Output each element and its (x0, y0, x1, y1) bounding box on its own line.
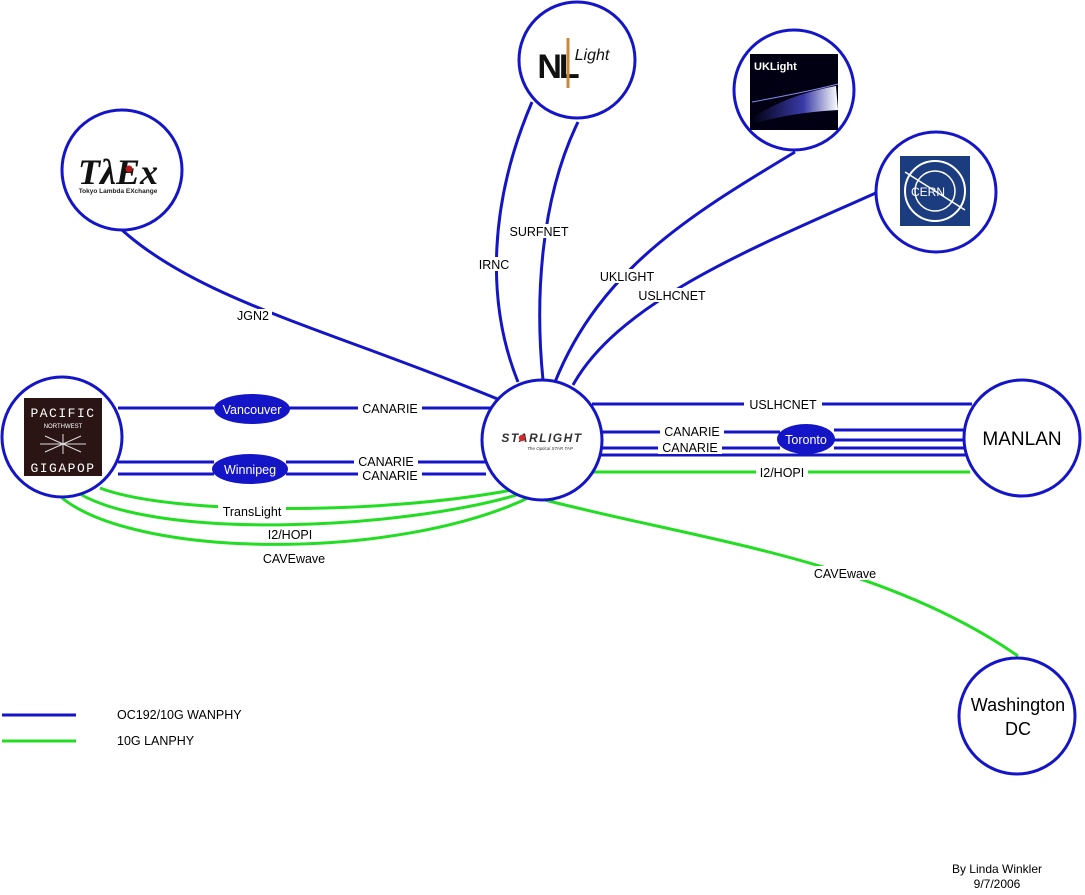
node-tlex: TλEx Tokyo Lambda EXchange (60, 108, 184, 232)
label-translight: TransLight (223, 505, 282, 519)
pnwgp-line1: PACIFIC (30, 406, 95, 421)
label-canarie-winnipeg-2: CANARIE (362, 469, 418, 483)
starlight-star-icon (518, 434, 526, 442)
washington-line2: DC (1005, 719, 1031, 739)
washington-line1: Washington (971, 695, 1065, 715)
node-uklight: UKLight (732, 28, 856, 152)
node-vancouver: Vancouver (214, 394, 290, 424)
node-winnipeg: Winnipeg (212, 454, 288, 484)
legend: OC192/10G WANPHY 10G LANPHY (2, 708, 242, 748)
label-canarie-vancouver: CANARIE (362, 402, 418, 416)
pnwgp-line2: NORTHWEST (44, 424, 83, 430)
nl-logo-text: NL (537, 48, 579, 86)
link-uklight (553, 150, 796, 383)
credit-author: By Linda Winkler (951, 862, 1043, 876)
node-pnwgp: PACIFIC NORTHWEST GIGAPOP (0, 375, 124, 499)
tlex-subtitle: Tokyo Lambda EXchange (79, 188, 158, 195)
label-canarie-toronto-2: CANARIE (662, 441, 718, 455)
toronto-label: Toronto (785, 433, 827, 447)
starlight-logo-icon: STARLIGHT The Optical STAR TAP (501, 431, 582, 451)
label-uslhcnet-cern: USLHCNET (638, 289, 706, 303)
light-logo-text: Light (575, 47, 610, 64)
cern-logo-text: CERN (911, 185, 945, 199)
tlex-logo-icon: TλEx Tokyo Lambda EXchange (78, 152, 158, 195)
label-cavewave-west: CAVEwave (263, 552, 325, 566)
credit: By Linda Winkler 9/7/2006 (927, 862, 1067, 892)
label-cavewave-east: CAVEwave (814, 567, 876, 581)
node-starlight: STARLIGHT The Optical STAR TAP (480, 378, 604, 502)
node-washington-dc: Washington DC (957, 656, 1077, 776)
winnipeg-label: Winnipeg (224, 463, 276, 477)
link-cavewave-east (544, 498, 1019, 658)
link-jgn2 (120, 228, 501, 402)
cern-logo-icon: CERN (900, 156, 970, 226)
link-uslhcnet-cern (571, 190, 879, 386)
link-surfnet (538, 121, 580, 381)
pnwgp-logo-icon: PACIFIC NORTHWEST GIGAPOP (24, 398, 102, 476)
uklight-logo-icon: UKLight (750, 54, 839, 130)
link-translight (99, 486, 513, 510)
manlan-label: MANLAN (982, 429, 1061, 450)
legend-wanphy-label: OC192/10G WANPHY (117, 708, 242, 722)
link-irnc (494, 101, 534, 383)
tlex-logo-text: TλEx (78, 152, 158, 192)
label-uklight: UKLIGHT (600, 270, 655, 284)
link-i2hopi-west (79, 492, 521, 527)
node-cern: CERN (874, 130, 998, 254)
node-toronto: Toronto (777, 424, 835, 454)
uklight-logo-text: UKLight (754, 61, 797, 73)
legend-lanphy-label: 10G LANPHY (117, 734, 195, 748)
label-irnc: IRNC (479, 258, 510, 272)
credit-date: 9/7/2006 (973, 877, 1021, 891)
label-i2hopi-west: I2/HOPI (268, 528, 312, 542)
node-netherlight: NL Light (517, 0, 637, 120)
label-jgn2: JGN2 (237, 309, 269, 323)
starlight-tagline: The Optical STAR TAP (527, 446, 573, 451)
netherlight-logo-icon: NL Light (537, 38, 610, 88)
label-surfnet: SURFNET (509, 225, 568, 239)
label-uslhcnet-manlan: USLHCNET (749, 398, 817, 412)
pnwgp-line3: GIGAPOP (30, 461, 95, 476)
label-canarie-winnipeg-1: CANARIE (358, 455, 414, 469)
link-labels: JGN2 IRNC SURFNET UKLIGHT USLHCNET CANAR… (218, 224, 882, 581)
vancouver-label: Vancouver (223, 403, 282, 417)
starlight-logo-text: STARLIGHT (501, 431, 582, 445)
link-cavewave-west (61, 495, 531, 546)
label-canarie-toronto-1: CANARIE (664, 425, 720, 439)
label-i2hopi-east: I2/HOPI (760, 466, 804, 480)
node-manlan: MANLAN (962, 378, 1082, 498)
